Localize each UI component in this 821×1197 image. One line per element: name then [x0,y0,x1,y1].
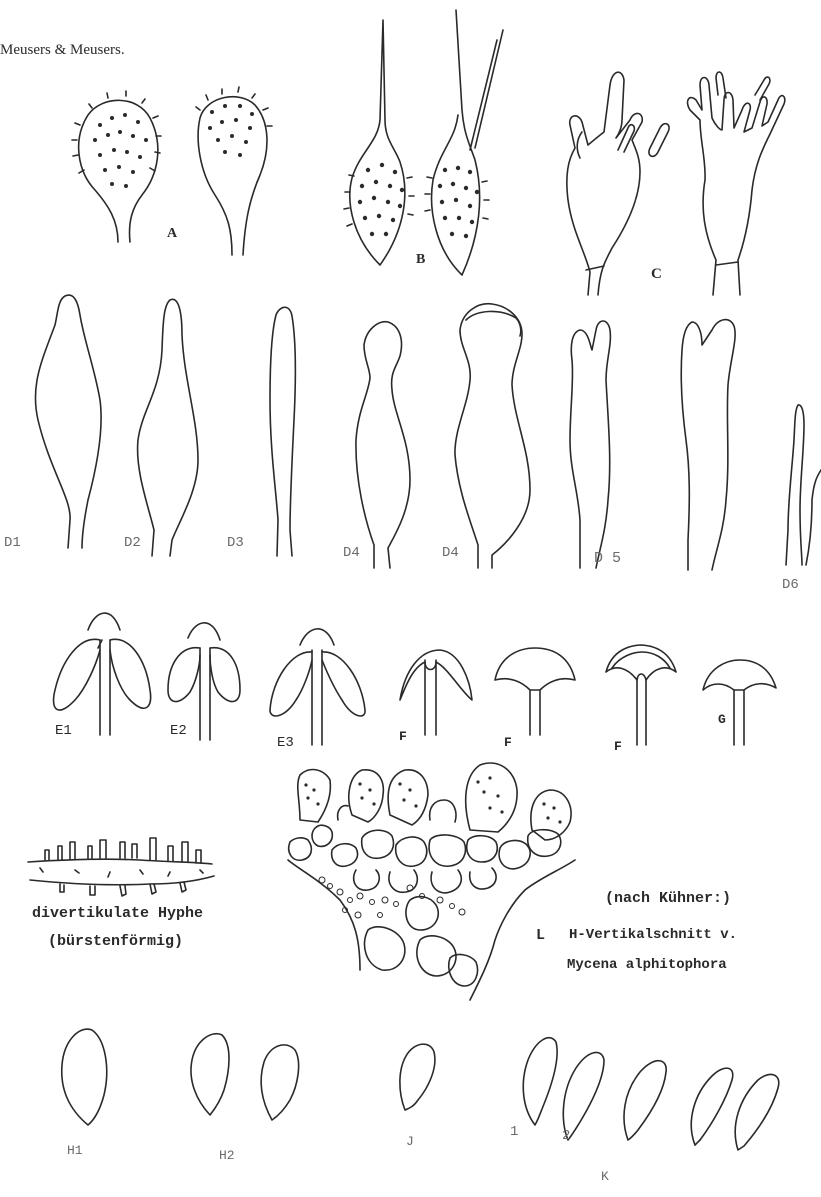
cystidium-a2 [196,87,272,255]
label-k: K [601,1169,609,1184]
cystidium-b2 [425,10,503,275]
element-e3 [270,629,365,745]
label-e1: E1 [55,723,72,739]
label-h1: H1 [67,1143,83,1158]
label-h2: H2 [219,1148,235,1163]
section-l-drawing [288,763,575,1000]
label-d5: D 5 [594,550,621,567]
section-l-caption-2: Mycena alphitophora [567,957,727,973]
cystidium-d4b [455,304,530,568]
spores-h2 [191,1034,299,1120]
label-c: C [651,266,662,283]
spore-h1 [62,1029,107,1125]
diverticulate-hypha [28,838,214,896]
section-l-letter: L [536,927,545,944]
element-e1 [54,613,151,735]
label-f3: F [614,739,622,754]
cystidium-d1 [35,295,101,548]
label-e3: E3 [277,735,294,751]
label-d2: D2 [124,535,141,551]
label-b: B [416,252,425,268]
cystidium-d6 [786,405,821,565]
cystidium-d5b [681,320,735,570]
element-g [703,660,776,745]
label-e2: E2 [170,723,187,739]
hypha-subtitle: (bürstenförmig) [48,933,183,950]
cystidium-d5a [570,321,610,568]
hypha-title: divertikulate Hyphe [32,905,203,922]
cystidium-d2 [138,299,198,556]
label-d4b: D4 [442,545,459,561]
element-f1 [400,650,472,735]
label-a: A [167,226,177,242]
spore-j [400,1044,435,1110]
cystidium-a1 [72,91,161,242]
cystidium-d4a [356,322,410,568]
label-k2: 2 [562,1128,570,1144]
section-l-caption-1: H-Vertikalschnitt v. [569,927,737,943]
cystidium-d3 [270,307,295,556]
element-f3 [606,645,676,745]
cystidium-b1 [344,20,414,265]
label-d1: D1 [4,535,21,551]
credit-text: Meusers & Meusers. [0,42,125,59]
label-d3: D3 [227,535,244,551]
section-l-source: (nach Kühner:) [605,890,731,907]
label-f2: F [504,735,512,750]
cystidium-c1 [567,72,669,295]
label-k1: 1 [510,1124,518,1140]
label-f1: F [399,729,407,744]
cystidium-c2 [688,72,785,295]
label-j: J [406,1134,414,1149]
label-g: G [718,712,726,727]
label-d6: D6 [782,577,799,593]
element-f2 [495,648,575,735]
label-d4a: D4 [343,545,360,561]
